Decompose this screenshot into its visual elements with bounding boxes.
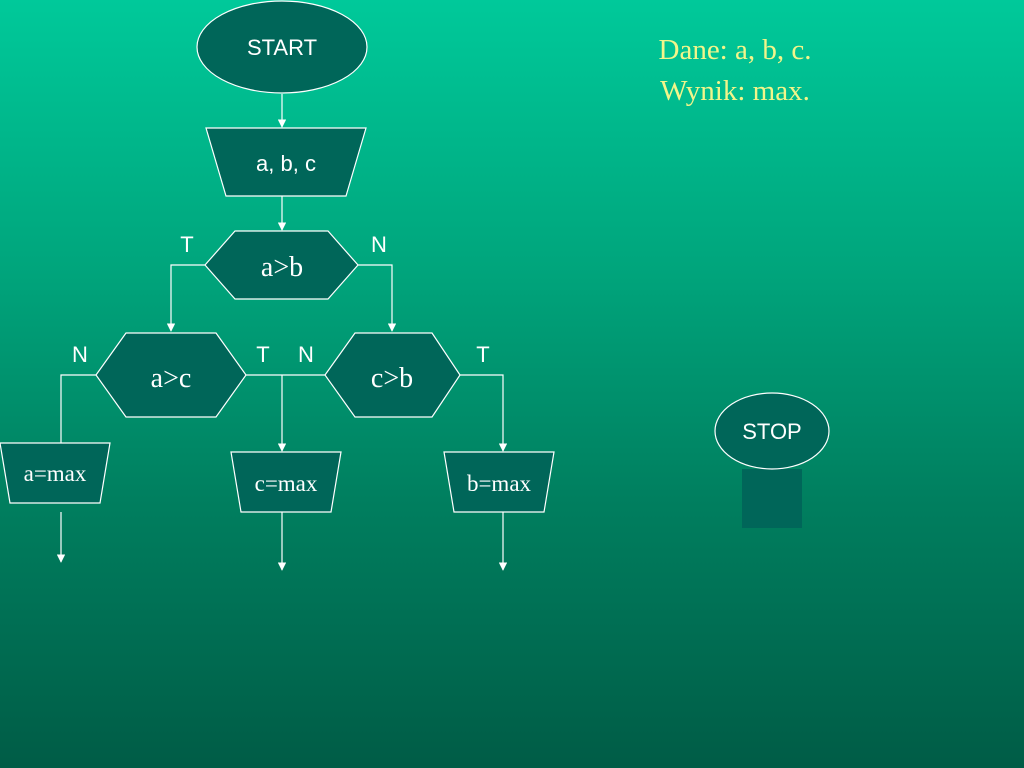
branch-label-false: N — [371, 232, 387, 257]
decision-a-gt-b — [204, 230, 359, 300]
input-label: a, b, c — [256, 151, 316, 176]
assign-b-max-label: b=max — [467, 471, 532, 496]
result-text: Wynik: max. — [660, 75, 810, 107]
start-terminal — [196, 0, 368, 94]
decision-a-gt-b-label: a>b — [261, 252, 303, 283]
given-text: Dane: a, b, c. — [658, 34, 812, 66]
assign-a-max — [0, 442, 111, 504]
stop-label: STOP — [742, 419, 802, 444]
branch-label-true: T — [180, 232, 193, 257]
connector-ac-false — [60, 374, 96, 443]
assign-a-max-label: a=max — [24, 461, 87, 486]
branch-label-false: N — [298, 342, 314, 367]
decision-a-gt-c — [95, 332, 247, 418]
assign-c-max — [230, 451, 342, 513]
branch-label-true: T — [256, 342, 269, 367]
connector-ab-false — [358, 264, 397, 332]
info-panel: Dane: a, b, c. Wynik: max. — [560, 30, 910, 112]
input-block — [205, 127, 367, 197]
connector-ab-true — [166, 264, 205, 332]
decision-a-gt-c-label: a>c — [151, 363, 192, 394]
branch-label-true: T — [476, 342, 489, 367]
decision-c-gt-b — [324, 332, 461, 418]
connector-cb-true — [460, 374, 508, 452]
assign-b-max — [443, 451, 555, 513]
assign-c-max-label: c=max — [255, 471, 318, 496]
start-label: START — [247, 35, 317, 60]
branch-label-false: N — [72, 342, 88, 367]
stop-terminal — [714, 392, 830, 470]
stop-block-base — [742, 469, 802, 528]
decision-c-gt-b-label: c>b — [371, 363, 413, 394]
